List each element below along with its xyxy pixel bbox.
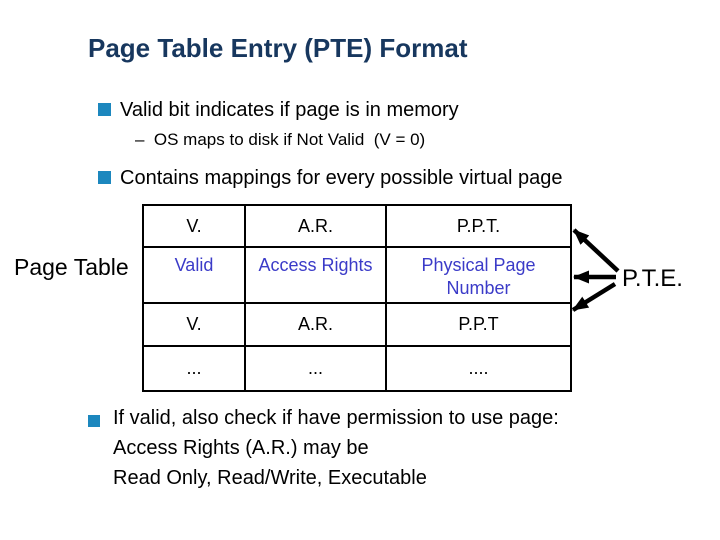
pte-arrow-bottom (571, 282, 617, 312)
table-cell: V. (142, 302, 246, 347)
table-cell: .... (385, 345, 572, 392)
table-cell: P.P.T (385, 302, 572, 347)
table-cell: Access Rights (244, 246, 387, 304)
table-cell: ... (142, 345, 246, 392)
table-row: V. A.R. P.P.T (142, 302, 572, 347)
sub-bullet-os-maps: – OS maps to disk if Not Valid (V = 0) (135, 130, 426, 149)
table-row: ... ... .... (142, 345, 572, 392)
table-row: Valid Access Rights Physical Page Number (142, 246, 572, 304)
table-cell: Valid (142, 246, 246, 304)
page-table-label: Page Table (14, 254, 129, 280)
pte-label: P.T.E. (622, 265, 683, 292)
bullet-if-valid-line2: Access Rights (A.R.) may be (113, 437, 369, 459)
slide-title: Page Table Entry (PTE) Format (88, 33, 468, 63)
bullet-if-valid-line1: If valid, also check if have permission … (113, 407, 559, 429)
table-cell: A.R. (244, 204, 387, 248)
table-row: V. A.R. P.P.T. (142, 204, 572, 248)
bullet-square-icon (98, 103, 111, 116)
bullet-square-icon (88, 415, 100, 427)
bullet-valid-bit: Valid bit indicates if page is in memory (120, 99, 459, 121)
pte-arrow-top (572, 228, 620, 273)
bullet-if-valid: If valid, also check if have permission … (113, 403, 559, 493)
bullet-if-valid-line3: Read Only, Read/Write, Executable (113, 467, 427, 489)
table-cell: V. (142, 204, 246, 248)
bullet-square-icon (98, 171, 111, 184)
table-cell: ... (244, 345, 387, 392)
table-cell: A.R. (244, 302, 387, 347)
page-table-diagram: V. A.R. P.P.T. Valid Access Rights Physi… (142, 204, 572, 392)
bullet-contains-mappings: Contains mappings for every possible vir… (120, 167, 563, 189)
table-cell: Physical Page Number (385, 246, 572, 304)
table-cell: P.P.T. (385, 204, 572, 248)
